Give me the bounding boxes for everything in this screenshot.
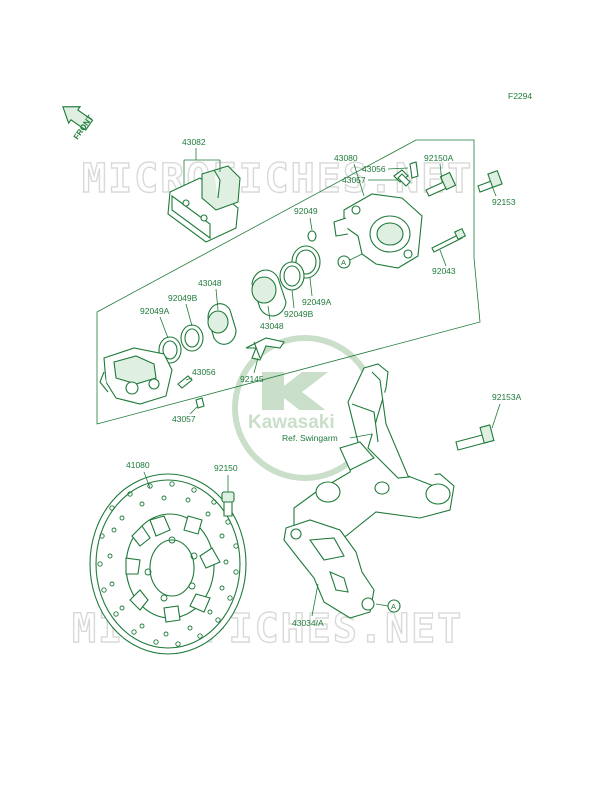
bolt-92153 bbox=[477, 170, 503, 193]
leader-92043 bbox=[439, 249, 447, 267]
leader-43080 bbox=[353, 163, 365, 197]
callout-a-top-text: A bbox=[341, 258, 346, 267]
part-43056-top: 43056 bbox=[362, 164, 386, 174]
part-43082: 43082 bbox=[182, 137, 206, 147]
piston-right bbox=[251, 245, 321, 317]
part-92153: 92153 bbox=[492, 197, 516, 207]
brake-pads bbox=[167, 165, 241, 243]
part-43048-top: 43048 bbox=[198, 278, 222, 288]
callout-a-top: A bbox=[337, 253, 363, 269]
leader-92145 bbox=[253, 357, 259, 374]
leader-92153 bbox=[491, 185, 497, 197]
leader-92153A bbox=[491, 403, 501, 429]
callout-a-bottom-text: A bbox=[391, 602, 396, 611]
part-92150A: 92150A bbox=[424, 153, 454, 163]
caliper-bracket bbox=[283, 519, 375, 619]
part-43034A: 43034/A bbox=[292, 618, 324, 628]
clip-92145 bbox=[245, 337, 285, 361]
leader-43056-low bbox=[185, 377, 193, 381]
part-43057-low: 43057 bbox=[172, 414, 196, 424]
bleeder-low bbox=[177, 375, 205, 409]
brake-disc bbox=[89, 473, 247, 655]
bolt-92150A bbox=[425, 171, 457, 197]
part-43056-low: 43056 bbox=[192, 367, 216, 377]
leader-43056-top bbox=[387, 167, 409, 170]
front-arrow: FRONT bbox=[62, 106, 95, 141]
callout-a-bottom: A bbox=[375, 599, 401, 613]
part-92153A: 92153A bbox=[492, 392, 522, 402]
caliper-right-half bbox=[333, 169, 423, 269]
reference-label: Ref. Swingarm bbox=[282, 433, 338, 443]
part-92043: 92043 bbox=[432, 266, 456, 276]
assembly-outline bbox=[96, 139, 481, 425]
leader-92150A bbox=[439, 163, 443, 183]
leader-reference bbox=[349, 433, 373, 439]
part-92145: 92145 bbox=[240, 374, 264, 384]
caliper-left-half bbox=[99, 347, 173, 405]
leader-43057-low bbox=[189, 405, 199, 415]
part-92049-top: 92049 bbox=[294, 206, 318, 216]
leader-43048-mid bbox=[267, 305, 271, 321]
bleeder-top bbox=[397, 161, 419, 187]
logo-text: Kawasaki bbox=[248, 412, 335, 433]
seal-92049-top bbox=[307, 230, 317, 242]
part-43057-top: 43057 bbox=[342, 175, 366, 185]
leader-43048-top bbox=[215, 288, 219, 311]
leader-92049-top bbox=[309, 217, 313, 231]
leader-41080 bbox=[143, 471, 151, 489]
leader-92049A-right bbox=[309, 277, 313, 297]
part-92150: 92150 bbox=[214, 463, 238, 473]
bolt-92150 bbox=[221, 491, 235, 517]
part-43048-mid: 43048 bbox=[260, 321, 284, 331]
figure-code: F2294 bbox=[508, 91, 532, 101]
part-92049B-left: 92049B bbox=[168, 293, 198, 303]
part-43080: 43080 bbox=[334, 153, 358, 163]
part-41080: 41080 bbox=[126, 460, 150, 470]
leader-92049A-left bbox=[159, 316, 169, 339]
swingarm bbox=[293, 363, 455, 543]
piston-left bbox=[158, 303, 237, 364]
bolt-92153A bbox=[455, 424, 495, 451]
part-92049B-right: 92049B bbox=[284, 309, 314, 319]
pin-92043 bbox=[431, 227, 467, 253]
leader-43082 bbox=[183, 148, 221, 186]
leader-92049B-left bbox=[185, 303, 193, 327]
part-92049A-left: 92049A bbox=[140, 306, 170, 316]
leader-92049B-right bbox=[291, 289, 295, 309]
leader-43034A bbox=[311, 583, 319, 617]
part-92049A-right: 92049A bbox=[302, 297, 332, 307]
